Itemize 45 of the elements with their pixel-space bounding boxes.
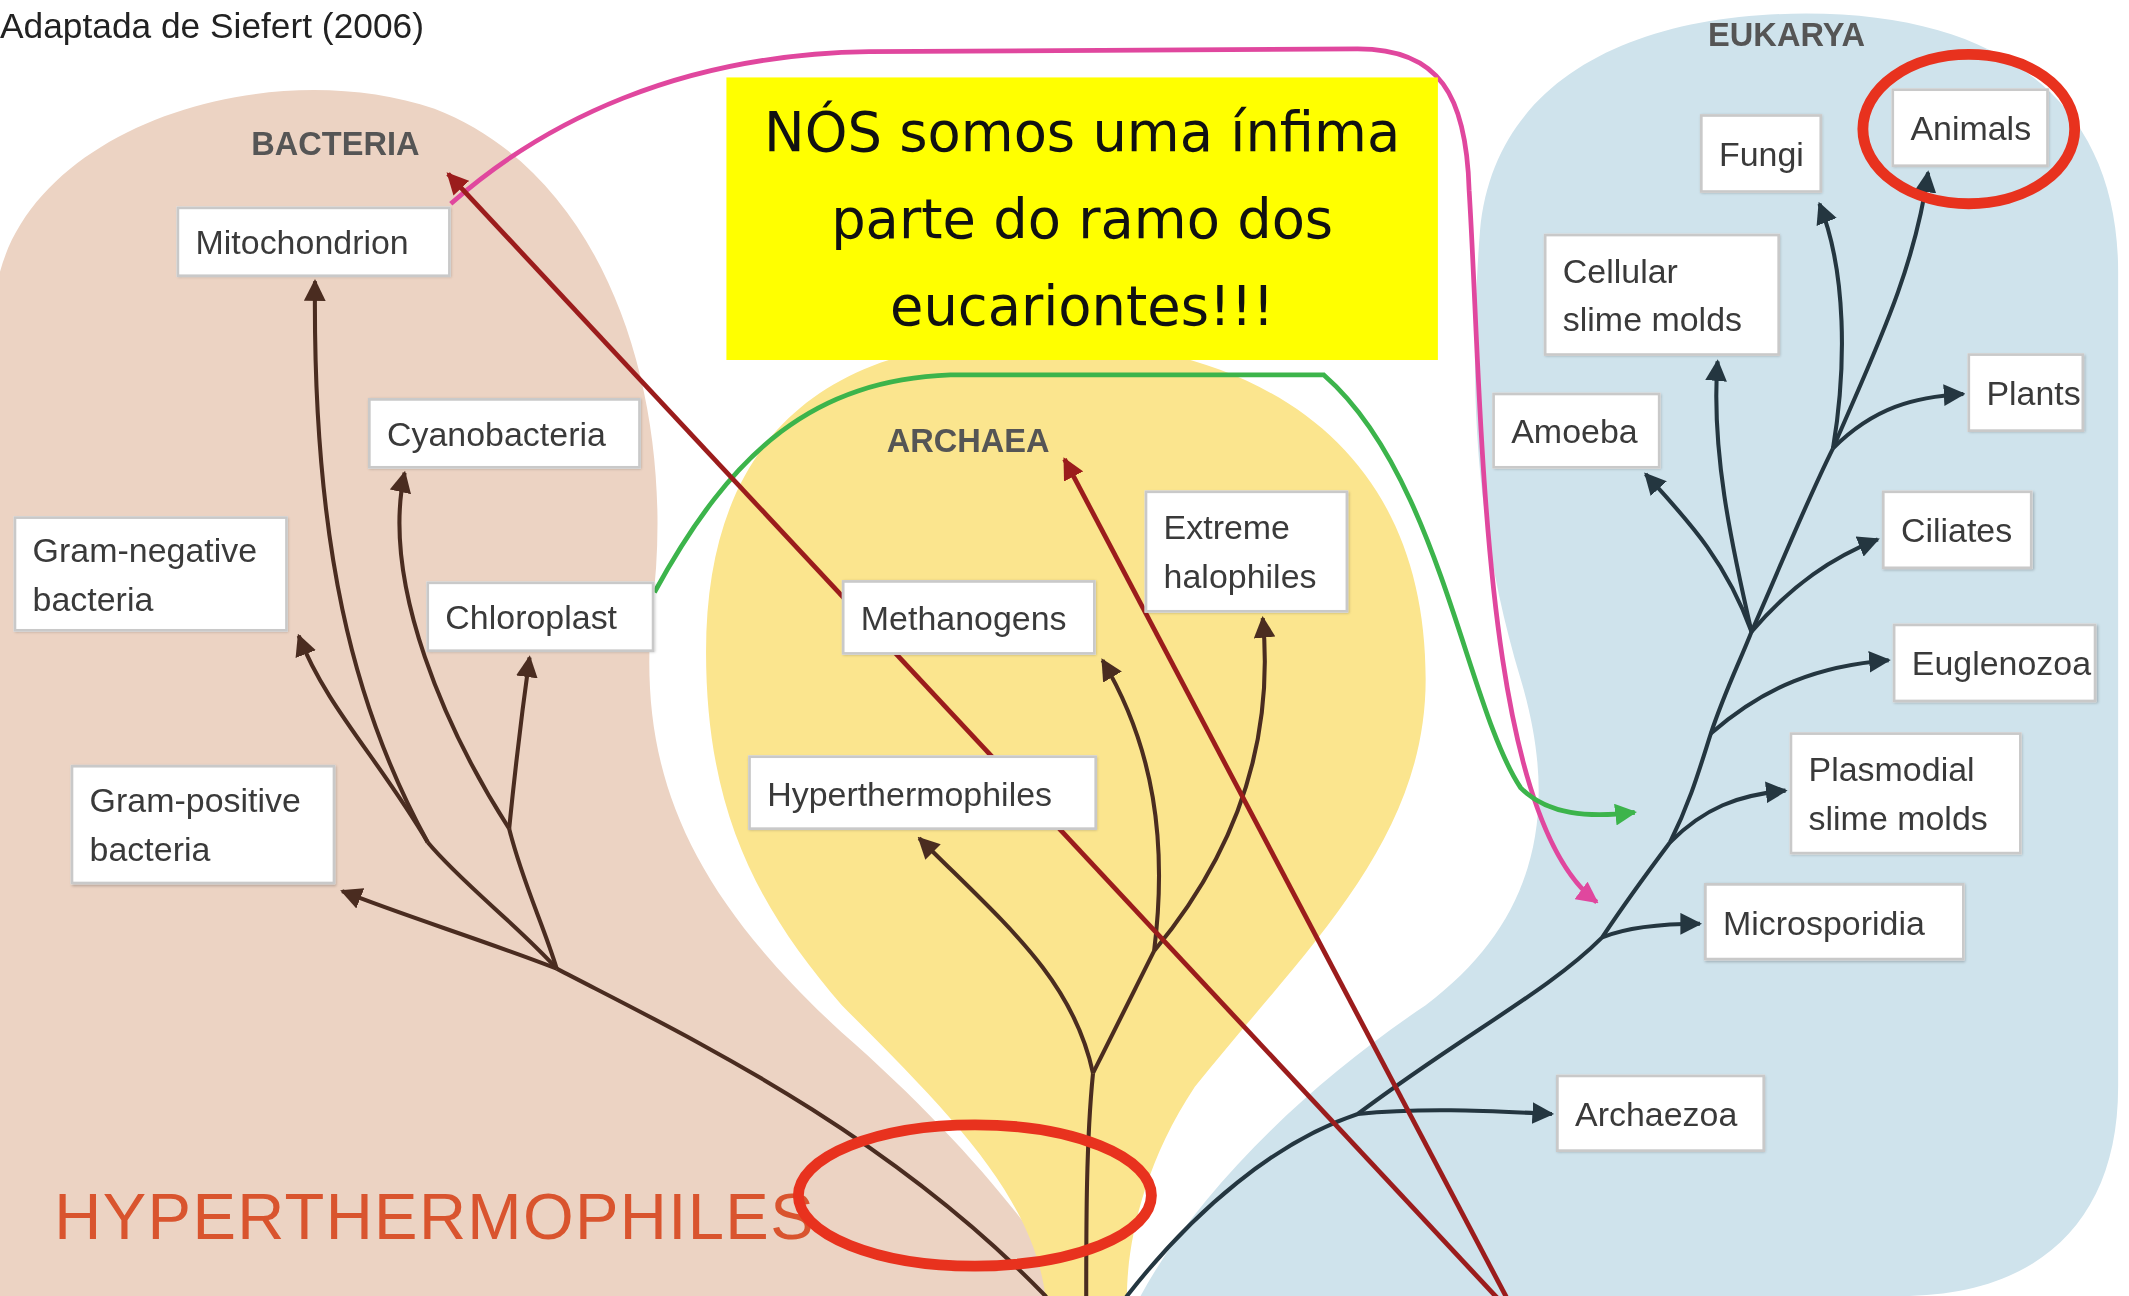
arrow bbox=[507, 655, 538, 829]
arrow bbox=[1705, 359, 1754, 633]
taxon-label: Chloroplast bbox=[426, 581, 655, 653]
tree-branch bbox=[1091, 950, 1156, 1075]
taxon-label: Archaezoa bbox=[1556, 1074, 1766, 1152]
arrow bbox=[1152, 615, 1275, 953]
arrow bbox=[1831, 170, 1936, 450]
arrow bbox=[1357, 1102, 1555, 1124]
taxon-label: Fungi bbox=[1699, 114, 1823, 193]
domain-heading: ARCHAEA bbox=[886, 422, 1050, 461]
arrow bbox=[449, 46, 1599, 904]
arrow bbox=[1815, 201, 1844, 449]
taxon-label: Gram-negative bacteria bbox=[13, 516, 288, 632]
taxon-label: Cellular slime molds bbox=[1543, 233, 1781, 356]
note-box: NÓS somos uma ínfima parte do ramo dos eucariontes!!! bbox=[726, 77, 1438, 360]
arrow bbox=[304, 279, 430, 844]
taxon-label: Microsporidia bbox=[1704, 883, 1965, 961]
arrow bbox=[652, 372, 1637, 826]
tree-branch bbox=[1084, 1073, 1096, 1296]
taxon-label: Hyperthermophiles bbox=[748, 755, 1098, 831]
taxon-label: Plants bbox=[1967, 353, 2085, 432]
taxon-label: Gram-positive bacteria bbox=[70, 764, 336, 885]
arrow bbox=[340, 888, 558, 971]
arrow bbox=[917, 836, 1095, 1074]
arrow bbox=[1750, 536, 1880, 634]
group-label: HYPERTHERMOPHILES bbox=[54, 1179, 815, 1254]
arrow bbox=[1601, 913, 1703, 940]
domain-heading: BACTERIA bbox=[251, 125, 420, 163]
arrow bbox=[1668, 781, 1788, 844]
taxon-label: Extreme halophiles bbox=[1144, 490, 1349, 613]
taxon-label: Methanogens bbox=[841, 580, 1096, 655]
taxon-label: Mitochondrion bbox=[176, 206, 451, 278]
arrow bbox=[1100, 658, 1162, 952]
arrow bbox=[391, 470, 511, 830]
domain-heading: EUKARYA bbox=[1708, 16, 1866, 55]
taxon-label: Plasmodial slime molds bbox=[1789, 732, 2022, 855]
taxon-label: Amoeba bbox=[1492, 392, 1661, 469]
arrow bbox=[1831, 384, 1966, 450]
tree-branch bbox=[507, 828, 559, 970]
taxon-label: Ciliates bbox=[1881, 490, 2033, 570]
taxon-label: Animals bbox=[1891, 88, 2049, 168]
taxon-label: Euglenozoa bbox=[1892, 623, 2097, 703]
arrow bbox=[1709, 651, 1891, 736]
taxon-label: Cyanobacteria bbox=[367, 398, 641, 469]
source-caption: Adaptada de Siefert (2006) bbox=[0, 5, 424, 48]
